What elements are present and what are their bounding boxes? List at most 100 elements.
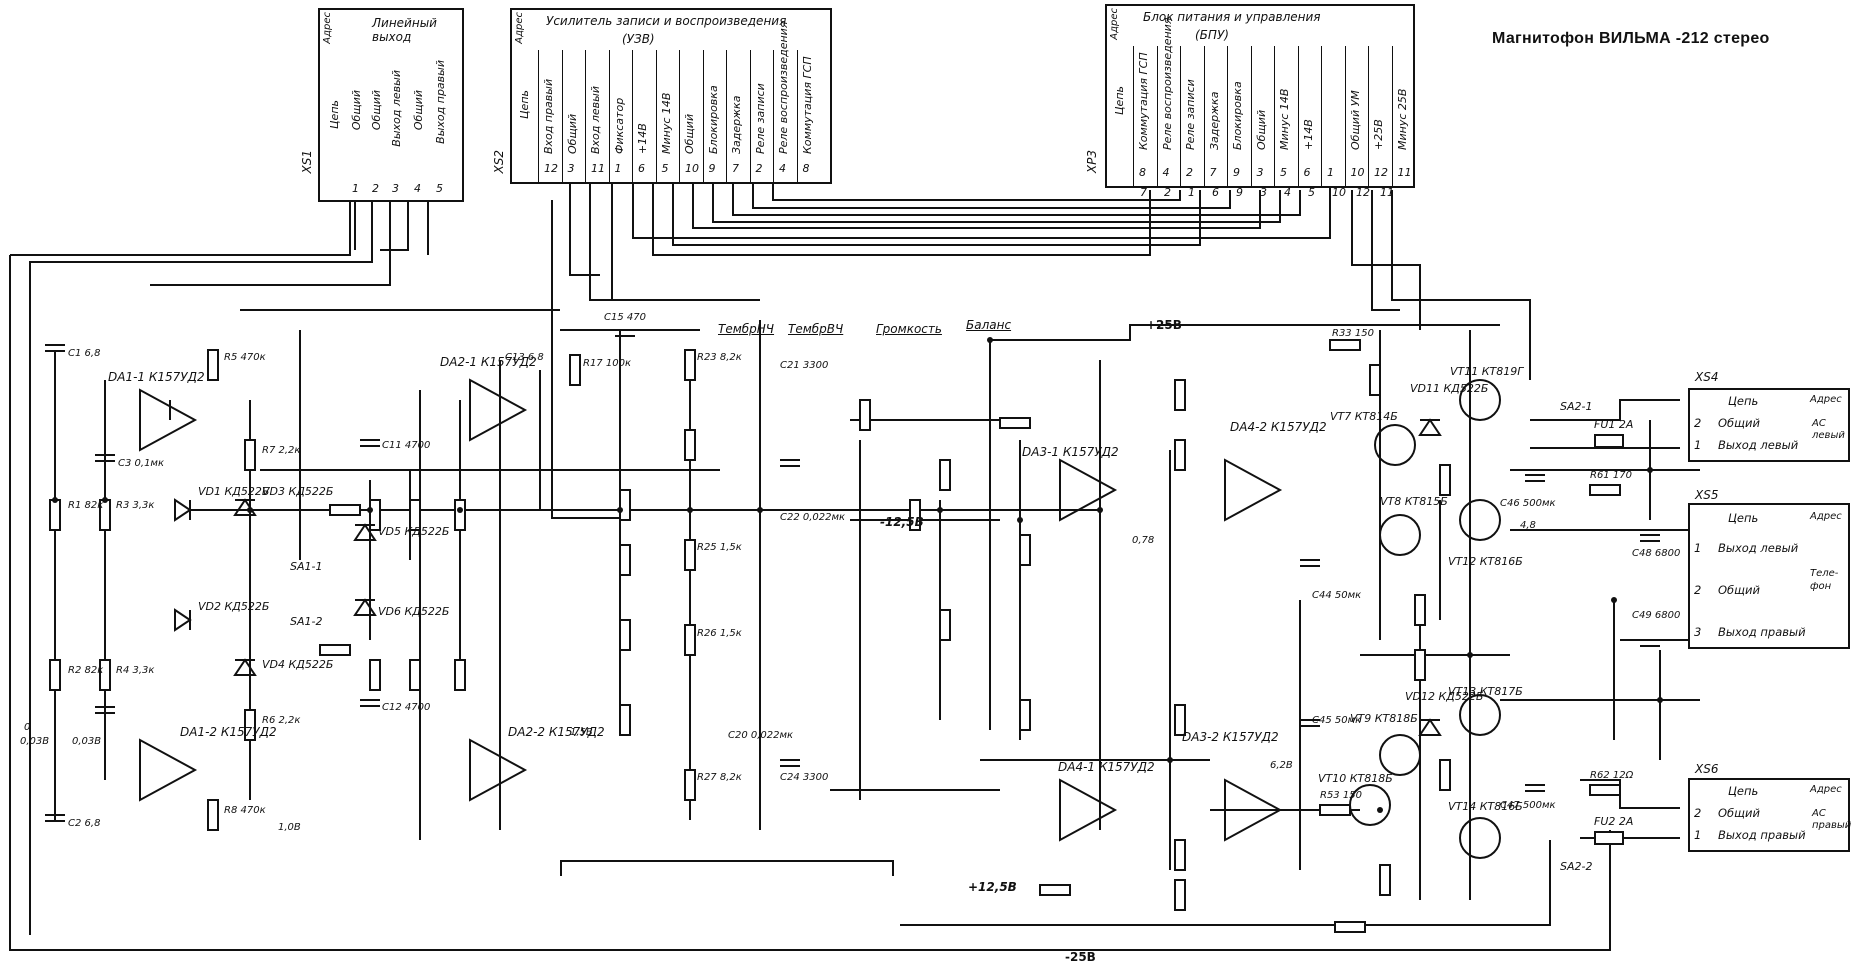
xs1-name: Линейный выход [372,16,437,44]
pin-label: Общий [1254,109,1268,150]
connector-xs6: Цепь Адрес 2 Общий 1 Выход правый АС пра… [1688,778,1852,852]
pin-label: Коммутация ГСП [1137,52,1150,150]
pin-column-divider [1227,46,1228,186]
transistor-label: VT11 КТ819Г [1450,365,1524,378]
transistor-label: VT13 КТ817Б [1448,685,1523,698]
resistor-label: R8 470к [224,805,266,816]
pin-label: Реле записи [1184,79,1197,150]
pin-number: 6 [1303,166,1311,179]
xs5-addr-header: Адрес [1810,511,1842,522]
treble-control-label: ТембрВЧ [788,322,844,336]
xs5-circuit-header: Цепь [1728,511,1759,525]
xs5-row-label: Выход правый [1718,625,1806,639]
xs1-pin-label: Выход правый [434,60,447,144]
pin-column-divider [702,50,704,182]
capacitor-label: C22 0,022мк [780,512,846,523]
pin-number: 10 [685,162,699,175]
pin-number: 1 [1327,166,1334,179]
pin-label: Блокировка [706,85,720,154]
diode-label: VD2 КД522Б [198,600,270,613]
diode-label: VD12 КД522Б [1405,690,1484,703]
resistor-label: R27 8,2к [697,772,742,783]
voltage-label: 0,03В [72,736,102,747]
bass-control-label: ТембрНЧ [718,322,775,336]
capacitor-label: C45 50мк [1312,715,1362,726]
resistor-label: R5 470к [224,352,266,363]
pin-label: +14В [1301,119,1315,150]
pin-label: Минус 14В [659,92,673,154]
pin-number: 6 [638,162,645,175]
partial-box [560,860,894,876]
xs1-pin: 2 [372,182,379,195]
switch-label: SA1-2 [290,615,323,628]
connector-xs5: Цепь Адрес 1 Выход левый 2 Общий 3 Выход… [1688,503,1850,649]
capacitor-label: C47 500мк [1500,800,1556,811]
chip-label: DA1-1 К157УД2 [108,370,205,384]
xs4-pin: 1 [1694,438,1702,452]
xs6-row-label: Выход правый [1718,828,1806,842]
volume-control-label: Громкость [876,322,942,336]
xs5-addr: Теле-фон [1810,568,1839,592]
pin-label: Реле воспроизведения [777,21,790,154]
pin-number: 1 [614,162,622,175]
pin-label: Фиксатор [612,97,626,154]
resistor-label: R61 170 [1590,470,1632,481]
xs1-pin: 3 [392,182,399,195]
rail-minus-12v: -12,5В [880,515,924,529]
pin-number: 8 [802,162,810,175]
diode-label: VD5 КД522Б [378,525,450,538]
pin-label: Общий [565,113,579,154]
fuse-label: FU1 2А [1594,418,1634,431]
xp3-contact-number: 2 [1164,186,1171,199]
pin-column-divider [655,50,657,182]
xs5-pin: 3 [1694,625,1702,639]
voltage-label: 0,78 [1132,535,1155,546]
pin-column-divider [1274,46,1275,186]
xp3-contact-number: 6 [1212,186,1219,199]
switch-label: SA2-1 [1560,400,1593,413]
voltage-label: 1,0В [278,822,301,833]
xp3-contact-number: 5 [1308,186,1315,199]
pin-number: 9 [1233,166,1240,179]
capacitor-label: C13 6,8 [505,352,544,363]
pin-column-divider [1391,46,1393,186]
transistor-label: VT10 КТ818Б [1318,772,1393,785]
xp3-contact-number: 4 [1284,186,1291,199]
diode-label: VD4 КД522Б [262,658,334,671]
voltage-label: 1,5В [570,727,593,738]
xp3-contact-number: 3 [1260,186,1267,199]
voltage-label: 0 [24,722,31,733]
resistor-label: R62 12Ω [1590,770,1634,781]
capacitor-label: C12 4700 [382,702,431,713]
xs4-ref: XS4 [1695,370,1719,384]
resistor-label: R17 100к [583,358,631,369]
pin-column-divider [1203,46,1205,186]
xp3-contact-number: 10 [1332,186,1346,199]
xs2-sub: (УЗВ) [622,32,655,46]
xs6-pin: 2 [1694,806,1702,820]
voltage-label: 4,8 [1520,520,1536,531]
pin-number: 12 [1374,166,1388,179]
xs1-circuit-header: Цепь [328,100,341,129]
xs1-ref: XS1 [300,150,314,174]
pin-number: 3 [1256,166,1264,179]
xp3-contact-number: 7 [1140,186,1147,199]
pin-number: 2 [1186,166,1193,179]
xs1-pin: 4 [414,182,421,195]
resistor-label: R6 2,2к [262,715,301,726]
xs5-row-label: Общий [1718,583,1760,597]
pin-label: +25В [1372,119,1385,150]
pin-number: 3 [567,162,575,175]
xs6-addr: АС правый [1812,808,1852,831]
connector-xs4: Цепь Адрес 2 Общий 1 Выход левый АС левы… [1688,388,1850,462]
diode-label: VD3 КД522Б [262,485,334,498]
pin-number: 7 [732,162,739,175]
xs4-addr: АС левый [1812,418,1845,441]
xs2-addr-header: Адрес [514,12,525,44]
resistor-label: R7 2,2к [262,445,301,456]
xs2-circuit-header: Цепь [518,90,531,119]
pin-column-divider [1133,46,1134,186]
pin-number: 12 [544,162,558,175]
resistor-label: R3 3,3к [116,500,155,511]
xs1-pin: 1 [352,182,359,195]
